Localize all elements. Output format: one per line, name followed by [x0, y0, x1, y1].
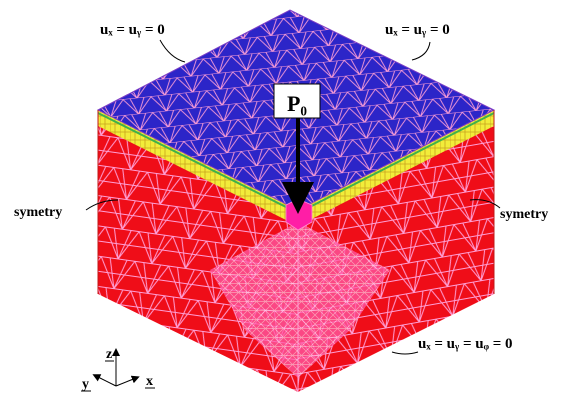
bc-bottom-leader	[391, 351, 419, 355]
load-label-box	[273, 83, 321, 119]
bc-bottom: uₓ = uᵧ = uᵩ = 0	[418, 336, 513, 352]
bc-top-left: uₓ = uᵧ = 0	[100, 22, 165, 38]
refined-mesh-zone	[210, 222, 390, 378]
symmetry-left-label: symetry	[14, 205, 62, 220]
load-label: P₀	[287, 91, 307, 116]
axis-z-label: z	[106, 347, 112, 362]
bc-top-left-leader	[159, 39, 186, 63]
symmetry-right-label: symetry	[500, 207, 548, 222]
axis-x-label: x	[146, 374, 153, 389]
symmetry-right-leader	[469, 199, 501, 209]
axes-triad: z x y	[81, 347, 155, 392]
bc-top-right: uₓ = uᵧ = 0	[385, 22, 450, 38]
bc-top-right-leader	[411, 41, 431, 61]
symmetry-left-leader	[85, 199, 119, 211]
axis-y-label: y	[82, 377, 89, 392]
